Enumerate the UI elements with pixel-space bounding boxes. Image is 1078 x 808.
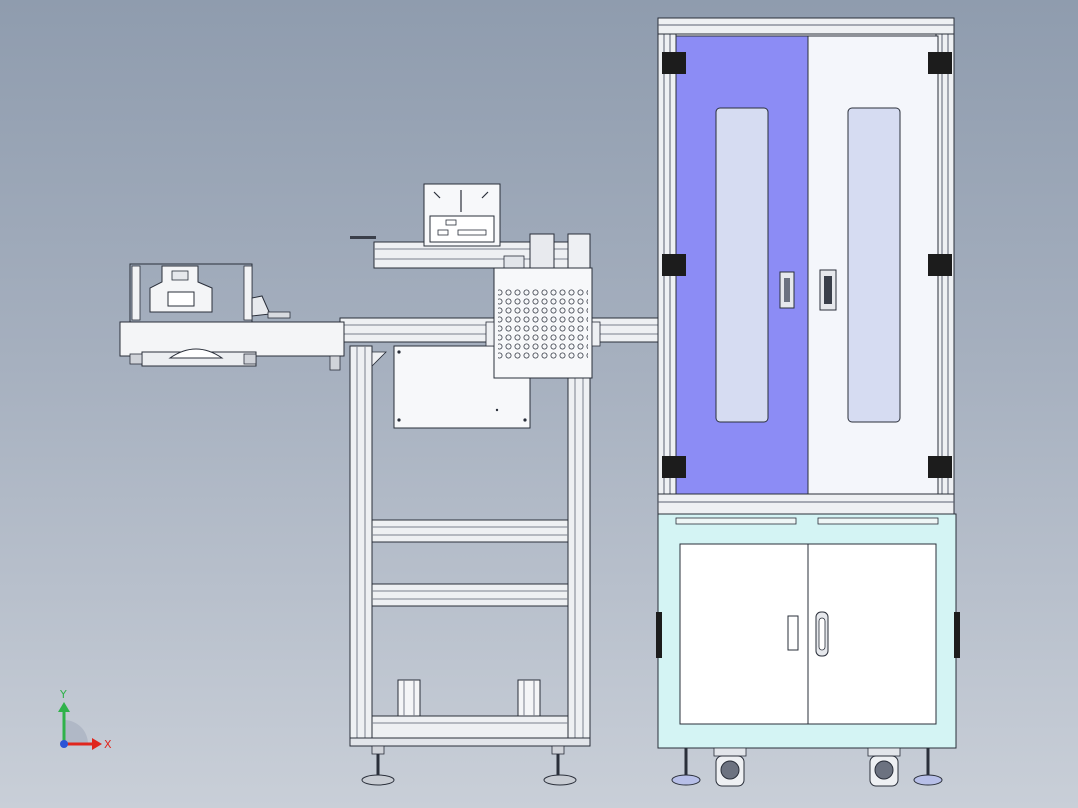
right-door-window [847,107,901,423]
leveling-feet-middle [361,745,577,786]
perforated-vent-panel [485,267,601,379]
middle-support-frame [349,345,591,747]
left-loader-module [119,263,345,371]
top-labeler-unit [350,183,591,271]
x-axis-label: X [104,738,112,751]
lower-lock [787,615,799,651]
lower-left-door [679,543,809,725]
right-storage-cabinet [656,17,960,749]
y-axis-label: Y [59,688,67,701]
door-hinges [662,52,952,478]
cabinet-casters [671,747,943,787]
lower-right-door [807,543,937,725]
coordinate-triad: Y X [58,688,112,751]
z-axis-dot [60,740,68,748]
mounting-plate [393,345,531,429]
left-door-window [715,107,769,423]
